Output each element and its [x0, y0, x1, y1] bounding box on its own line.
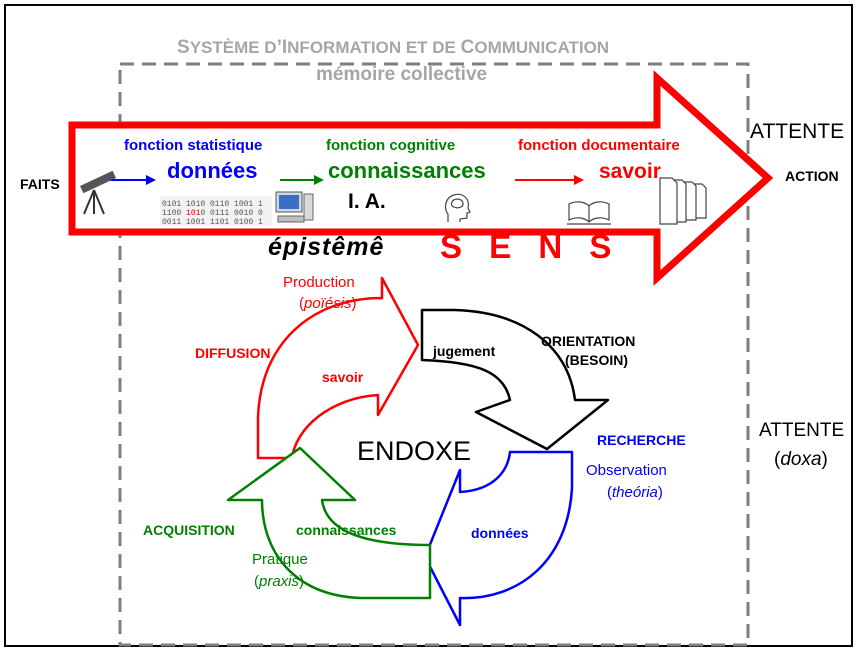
title-part: ’I [276, 37, 288, 58]
connaissances-cycle-label: connaissances [296, 522, 397, 538]
title-part: NFORMATION ET DE [287, 38, 461, 57]
title-line1: SYSTÈME D’INFORMATION ET DE COMMUNICATIO… [177, 37, 609, 59]
svg-text:0101 1010 0110 1001 1: 0101 1010 0110 1001 1 [162, 200, 263, 209]
recherche-label: RECHERCHE [597, 432, 686, 448]
praxis-text: praxis [259, 573, 300, 590]
doxa-text: doxa [780, 449, 822, 470]
savoir-cycle-label: savoir [322, 369, 364, 385]
function-documentaire-label: fonction documentaire [518, 137, 680, 154]
endoxe-label: ENDOXE [357, 436, 472, 466]
doxa-label: (doxa) [774, 449, 828, 470]
observation-label: Observation [586, 462, 667, 479]
telescope-icon [79, 170, 117, 215]
savoir-arrow-label: savoir [599, 160, 661, 183]
brain-head-icon [444, 193, 471, 222]
attente-top-label: ATTENTE [750, 120, 845, 143]
orientation-label: ORIENTATION [541, 333, 636, 349]
production-label: Production [283, 274, 355, 291]
big-red-arrow [68, 70, 774, 286]
small-green-arrow [280, 175, 324, 185]
computer-icon [275, 191, 314, 223]
besoin-label: (BESOIN) [565, 352, 628, 368]
faits-label: FAITS [20, 176, 60, 192]
attente-right-label: ATTENTE [759, 420, 845, 441]
function-statistique-label: fonction statistique [124, 137, 263, 154]
donnees-arrow-label: données [167, 158, 258, 183]
dashed-system-box [118, 62, 750, 647]
praxis-label: (praxis) [254, 573, 305, 590]
sens-label: S E N S [440, 228, 615, 265]
cycle-arrow-black [420, 308, 610, 451]
title-part: S [177, 37, 190, 58]
pratique-label: Pratique [252, 551, 308, 568]
open-book-icon [567, 201, 611, 225]
documents-icon [659, 177, 707, 225]
theoria-label: (theória) [607, 484, 663, 501]
connaissances-arrow-label: connaissances [328, 158, 486, 183]
binary-data-icon: 0101 1010 0110 1001 1 1100 1010 0111 001… [160, 196, 272, 227]
small-red-arrow [515, 175, 584, 185]
cycle-arrow-green [226, 446, 432, 600]
poiesis-label: (poïésis) [299, 295, 357, 312]
small-blue-arrow [110, 175, 156, 185]
title-part: OMMUNICATION [474, 38, 610, 57]
title-line2: mémoire collective [316, 64, 488, 85]
cycle-arrow-blue [423, 450, 574, 627]
function-cognitive-label: fonction cognitive [326, 137, 456, 154]
action-label: ACTION [785, 168, 839, 184]
poiesis-text: poïésis [304, 295, 352, 312]
theoria-text: theória [612, 484, 658, 501]
title-part: YSTÈME D [189, 38, 277, 57]
jugement-label: jugement [433, 343, 496, 359]
cycle-arrow-red [256, 276, 420, 460]
episteme-label: épistêmê [268, 233, 385, 261]
ia-label: I. A. [348, 190, 386, 213]
donnees-cycle-label: données [471, 525, 529, 541]
diffusion-label: DIFFUSION [195, 345, 271, 361]
svg-text:0011 1001 1101 0100 1: 0011 1001 1101 0100 1 [162, 218, 263, 227]
acquisition-label: ACQUISITION [143, 522, 235, 538]
svg-text:1100 1010 0111 0010 0: 1100 1010 0111 0010 0 [162, 209, 263, 218]
title-part: C [460, 37, 475, 58]
